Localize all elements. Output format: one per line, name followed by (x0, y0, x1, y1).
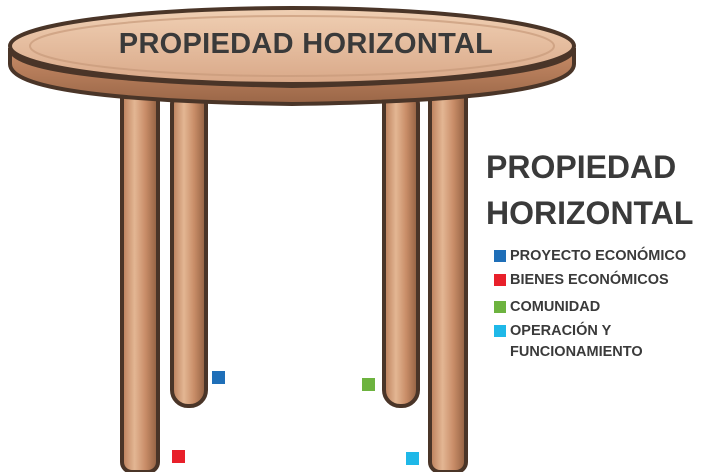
back-leg-right (382, 86, 420, 408)
marker-operacion (406, 452, 419, 465)
legend-item: PROYECTO ECONÓMICO (494, 246, 726, 267)
legend-label: PROYECTO ECONÓMICO (510, 248, 687, 264)
legend-swatch (494, 250, 506, 262)
legend-label: COMUNIDAD (510, 299, 601, 315)
legend-item: COMUNIDAD (494, 297, 726, 318)
legend-item: OPERACIÓN Y FUNCIONAMIENTO (494, 321, 726, 363)
legend-swatch (494, 274, 506, 286)
legend-swatch (494, 325, 506, 337)
marker-proyecto-economico (212, 371, 225, 384)
legend: PROYECTO ECONÓMICO BIENES ECONÓMICOS COM… (494, 246, 726, 366)
front-leg-right (428, 82, 468, 472)
front-leg-left (120, 82, 160, 472)
marker-bienes-economicos (172, 450, 185, 463)
side-title: PROPIEDAD HORIZONTAL (486, 149, 694, 231)
legend-label: OPERACIÓN Y FUNCIONAMIENTO (510, 323, 643, 360)
legend-item: BIENES ECONÓMICOS (494, 270, 726, 291)
marker-comunidad (362, 378, 375, 391)
table-label: PROPIEDAD HORIZONTAL (118, 28, 494, 60)
back-leg-left (170, 86, 208, 408)
legend-swatch (494, 301, 506, 313)
legend-label: BIENES ECONÓMICOS (510, 272, 669, 288)
table-top (8, 6, 576, 107)
